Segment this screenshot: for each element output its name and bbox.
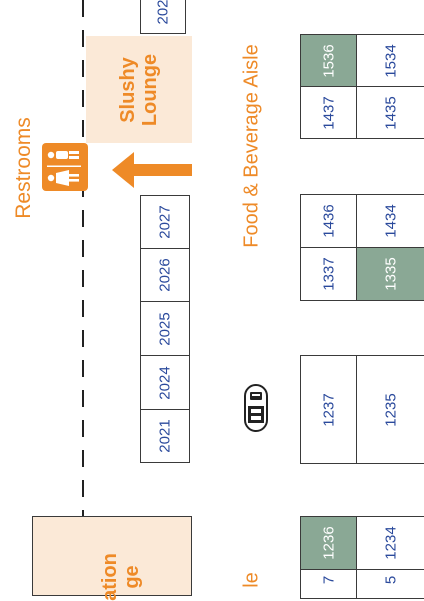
booth-number: 1234	[382, 526, 400, 560]
slushy-lounge[interactable]: Slushy Lounge	[86, 36, 192, 143]
booth-1337[interactable]: 1337	[300, 247, 357, 301]
booth-202x[interactable]: 202	[140, 0, 186, 34]
booth-number: 1534	[382, 43, 400, 78]
booth-number: 7	[320, 575, 337, 585]
booth-2025[interactable]: 2025	[140, 301, 190, 356]
booth-1437[interactable]: 1437	[300, 86, 357, 139]
booth-number: 1435	[382, 95, 400, 130]
booth-1435[interactable]: 1435	[356, 86, 424, 139]
booth-number: 1536	[320, 43, 337, 78]
booth-number: 2024	[156, 365, 174, 400]
booth-1235[interactable]: 1235	[356, 355, 424, 464]
wheelchair-icon	[244, 384, 268, 432]
booth-number: 1335	[382, 257, 400, 291]
lower-lounge-label: ation ge	[99, 553, 143, 601]
booth-2026[interactable]: 2026	[140, 248, 190, 302]
booth-1335[interactable]: 1335	[356, 247, 424, 301]
booth-2024[interactable]: 2024	[140, 355, 190, 410]
booth-number: 5	[382, 575, 400, 585]
booth-1236[interactable]: 1236	[300, 516, 357, 570]
food-beverage-aisle-label: Food & Beverage Aisle	[240, 44, 263, 248]
booth-1237[interactable]: 1237	[300, 355, 357, 464]
restrooms-label: Restrooms	[12, 117, 35, 219]
booth-number: 1337	[320, 257, 337, 291]
booth-number: 2021	[156, 419, 174, 453]
booth-number: 1236	[320, 526, 337, 560]
booth-number: 2027	[156, 205, 174, 239]
booth-1434[interactable]: 1434	[356, 194, 424, 248]
booth-2021[interactable]: 2021	[140, 409, 190, 463]
booth-1234[interactable]: 1234	[356, 516, 424, 570]
booth-number: 2026	[156, 258, 174, 292]
lower-lounge[interactable]: ation ge	[32, 516, 192, 601]
booth-number: 202	[154, 0, 172, 25]
lower-aisle-label: le	[240, 572, 263, 588]
restroom-icon	[42, 143, 88, 191]
booth-number: 1436	[320, 204, 337, 238]
booth-partial-7[interactable]: 7	[300, 569, 357, 599]
arrow-left-icon	[110, 150, 192, 190]
booth-number: 2025	[156, 311, 174, 346]
booth-number: 1237	[320, 392, 337, 427]
booth-1534[interactable]: 1534	[356, 34, 424, 87]
booth-2027[interactable]: 2027	[140, 195, 190, 249]
booth-number: 1434	[382, 204, 400, 238]
booth-number: 1437	[320, 95, 337, 130]
aisle-divider-line	[82, 0, 84, 590]
booth-1436[interactable]: 1436	[300, 194, 357, 248]
booth-number: 1235	[382, 392, 400, 427]
booth-1536[interactable]: 1536	[300, 34, 357, 87]
slushy-lounge-label: Slushy Lounge	[117, 53, 161, 126]
booth-partial-5[interactable]: 5	[356, 569, 424, 599]
